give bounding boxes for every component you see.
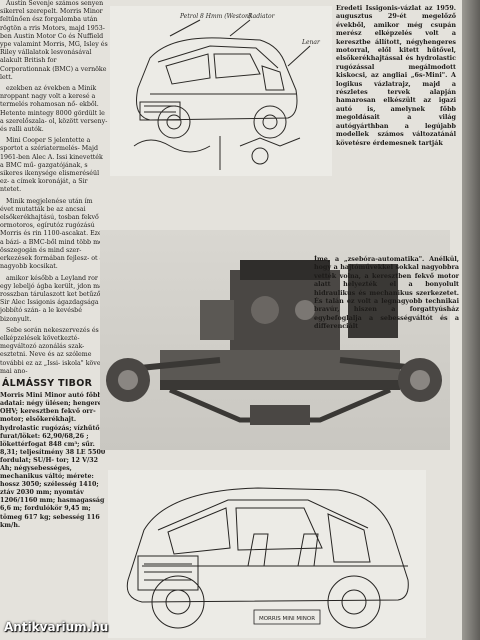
issigonis-sketch-figure: Petrol 8 Hmm (Weston) Radiator Lenar <box>110 6 332 176</box>
plate-label: MORRIS MINI MINOR <box>259 616 315 622</box>
sketch-note: Lenar <box>301 39 321 46</box>
author-byline: ÁLMÁSSY TIBOR <box>2 377 93 389</box>
article-paragraph: amikor később a Leyland ror egy lebeljó … <box>0 274 108 323</box>
sketch-note: Petrol 8 Hmm (Weston) <box>179 13 252 20</box>
article-column: Austin Sevenje számos senyen sikerrel sz… <box>0 0 108 640</box>
article-paragraph: Austin Sevenje számos senyen sikerrel sz… <box>0 0 108 81</box>
article-paragraph: Minik megjelenése után ím évet mutatták … <box>0 197 106 271</box>
magazine-page: Austin Sevenje számos senyen sikerrel sz… <box>0 0 462 640</box>
article-paragraph: Sebe során nekeszervezés és elképzelések… <box>0 326 107 375</box>
watermark: Antikvarium.hu <box>4 620 109 634</box>
engine-photo-figure <box>100 230 450 450</box>
engine-caption: Íme, a „zsebóra-automatika". Anélkül, ho… <box>314 255 459 331</box>
cutaway-drawing-figure: MORRIS MINI MINOR <box>108 470 426 638</box>
sketch-note: Radiator <box>247 13 276 20</box>
specs-box: Morris Mini Minor autó főbb adatai: négy… <box>0 392 108 529</box>
sketch-caption: Eredeti Issigonis-vázlat az 1959. augusz… <box>336 4 456 147</box>
article-paragraph: ezekben az években a Minik nroppant nagy… <box>0 85 108 134</box>
article-paragraph: Mini Cooper S jelentette a sportot a szé… <box>0 137 103 194</box>
book-spine <box>462 0 480 640</box>
